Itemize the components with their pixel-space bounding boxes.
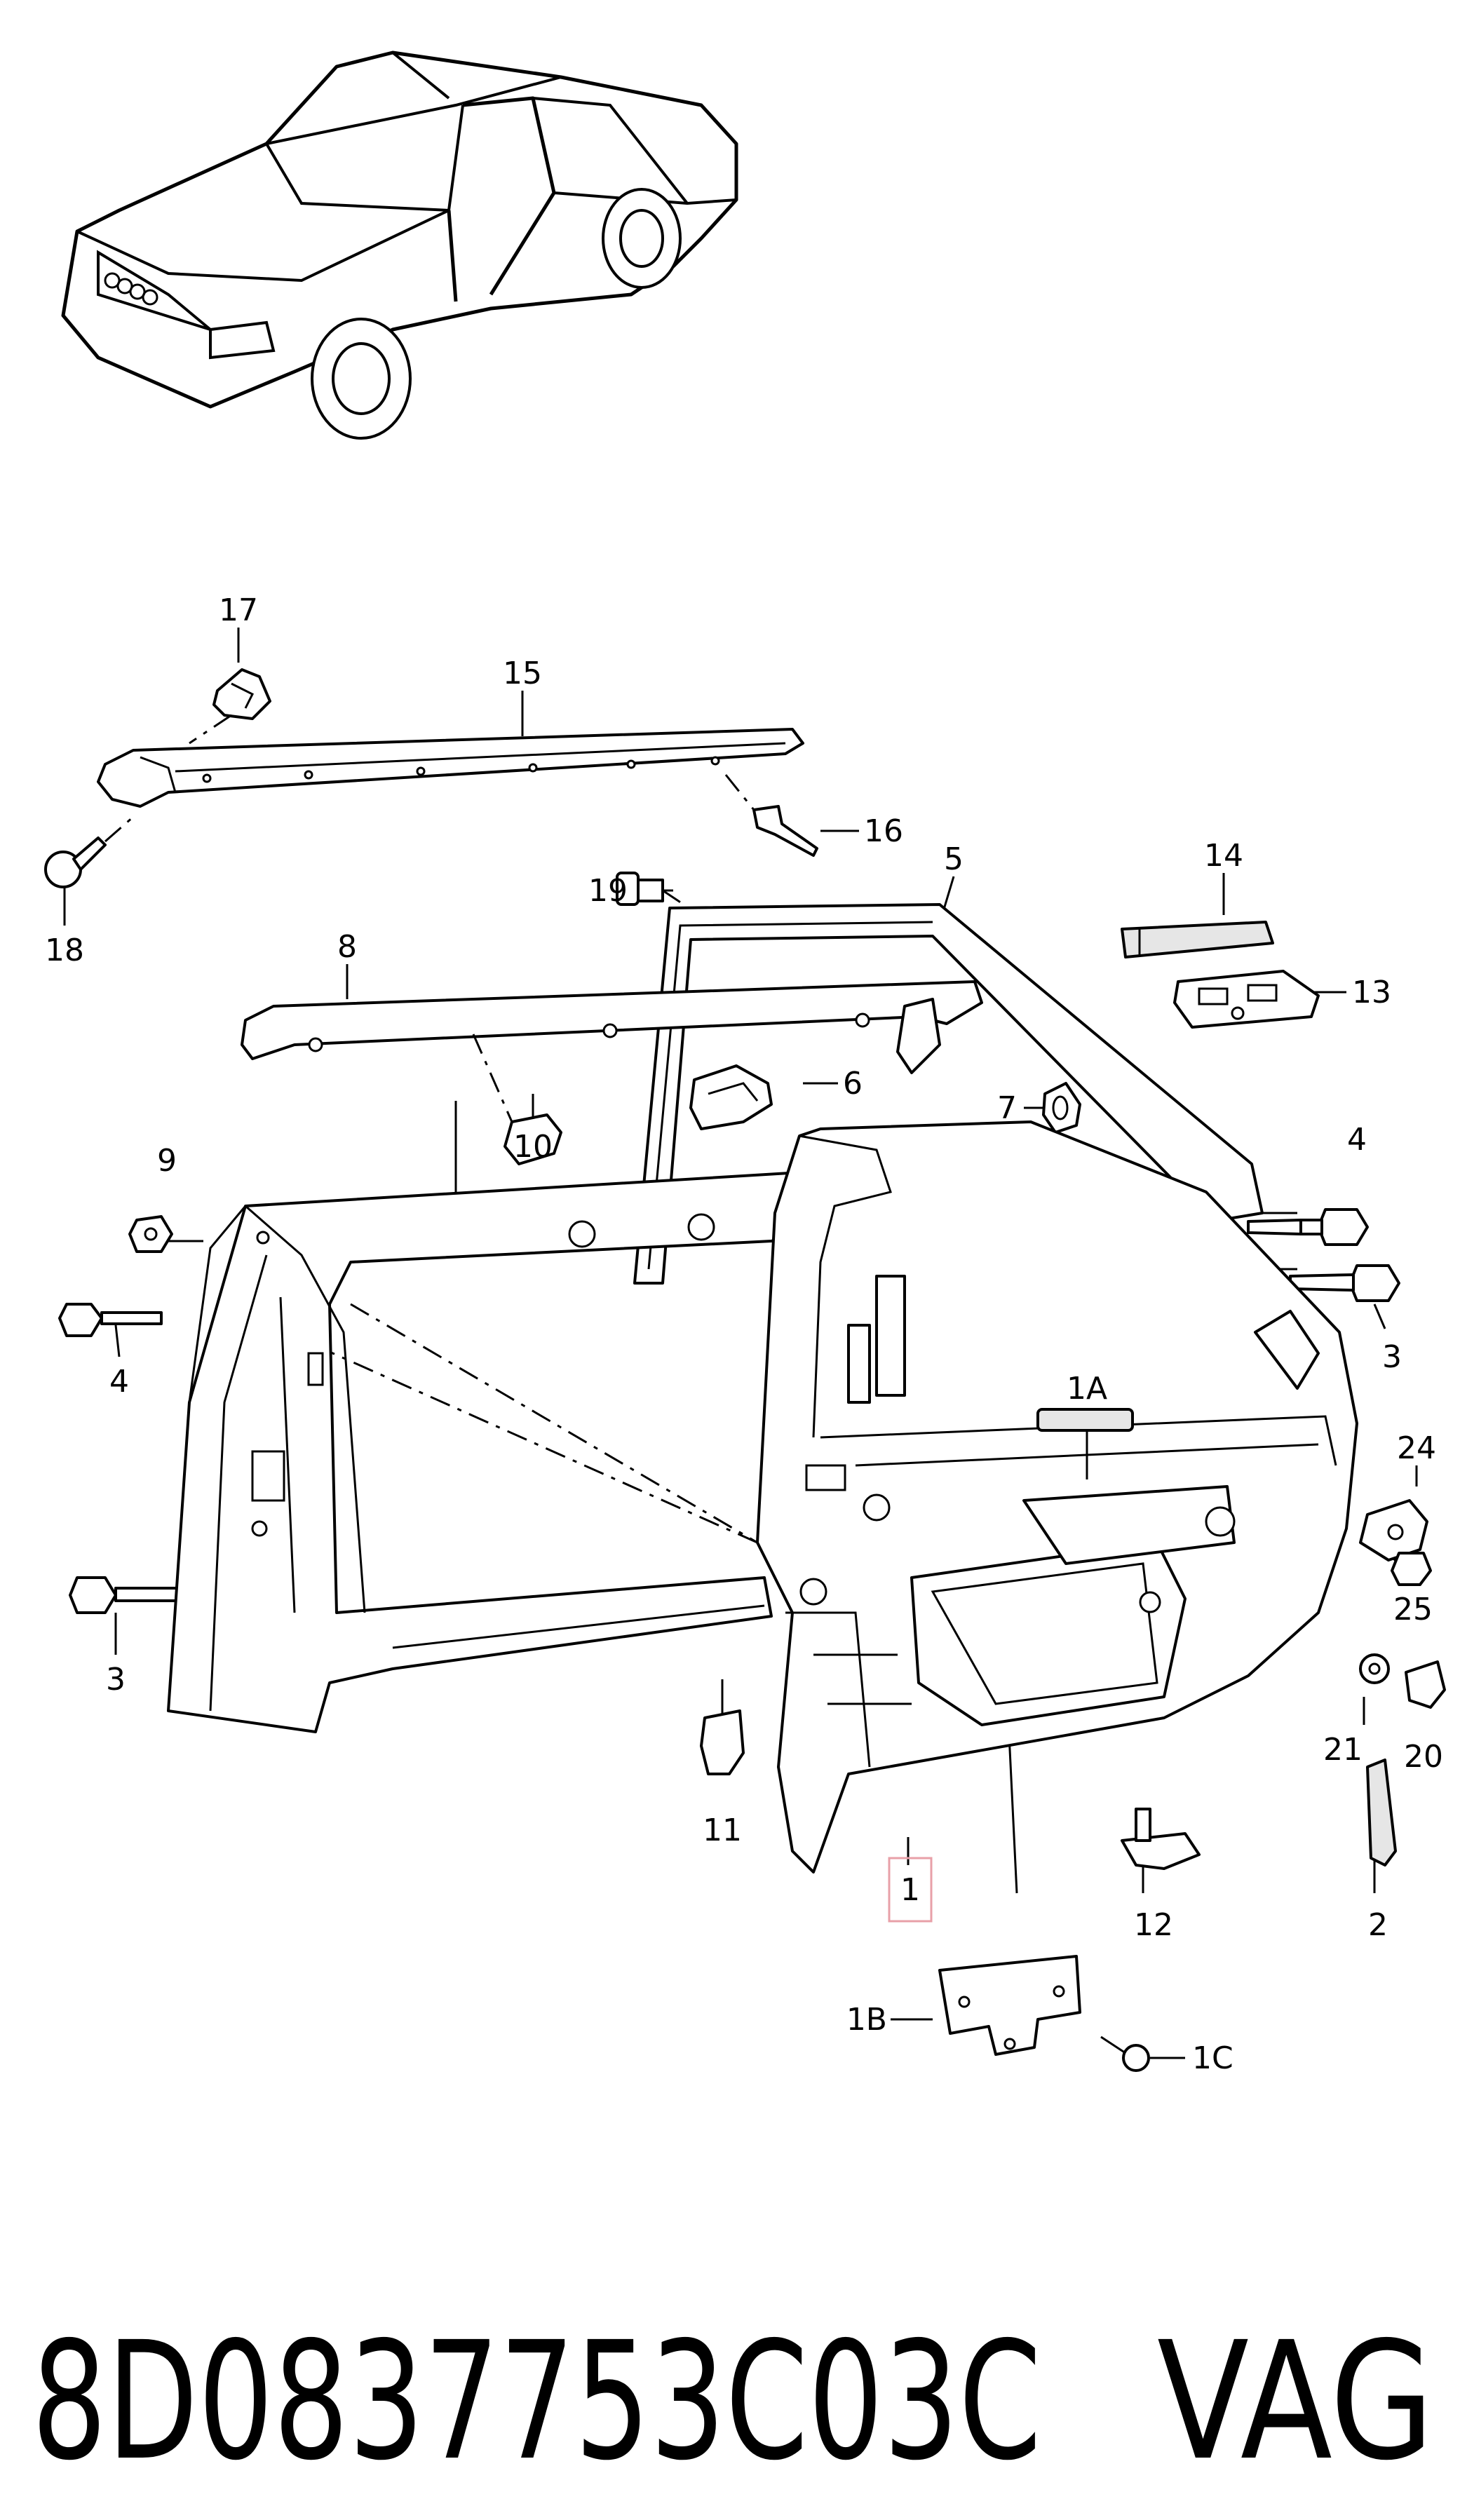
part-1B-panel-plate xyxy=(938,1955,1081,2056)
callout-19: 19 xyxy=(588,873,628,909)
highlight-box-callout-1 xyxy=(888,1857,933,1923)
part-25-screw xyxy=(1391,1552,1432,1586)
part-3-bolt-right xyxy=(1289,1264,1400,1302)
callout-labels: 17 15 16 18 19 5 14 8 13 6 7 10 9 4 4 3 … xyxy=(45,592,1443,2076)
part-4-bolt-left xyxy=(58,1303,163,1337)
callout-14: 14 xyxy=(1204,838,1243,874)
part-18-screw xyxy=(44,815,134,888)
part-21-nut xyxy=(1359,1653,1390,1684)
part-8-top-rail xyxy=(241,980,983,1074)
callout-5: 5 xyxy=(944,841,964,877)
callout-16: 16 xyxy=(864,813,903,849)
part-1-door-inner-panel xyxy=(756,1120,1358,1874)
callout-15: 15 xyxy=(503,656,542,691)
callout-6: 6 xyxy=(843,1066,863,1102)
callout-11: 11 xyxy=(703,1813,742,1848)
part-11-cap xyxy=(700,1709,745,1775)
part-6-hinge xyxy=(689,1064,773,1130)
callout-13: 13 xyxy=(1352,975,1391,1010)
callout-9: 9 xyxy=(157,1143,177,1179)
part-14-trim-strip xyxy=(1121,921,1274,958)
part-20-bracket xyxy=(1405,1660,1446,1709)
brand-text: VAG xyxy=(1157,2307,1434,2496)
part-2-strip xyxy=(1366,1759,1397,1867)
part-24-latch xyxy=(1359,1499,1428,1562)
part-12-clip xyxy=(1121,1808,1201,1870)
part-1A-seal-strip xyxy=(1036,1408,1134,1479)
part-9-nut xyxy=(128,1215,173,1253)
part-4-bolt-right xyxy=(1247,1208,1369,1246)
part-10-handle-pocket xyxy=(472,1034,562,1165)
callout-25: 25 xyxy=(1393,1592,1433,1627)
part-19-bolt xyxy=(616,872,684,906)
body-structure-pillar xyxy=(167,1163,976,1733)
callout-3-right: 3 xyxy=(1382,1339,1402,1375)
callout-2: 2 xyxy=(1368,1907,1388,1943)
callout-10: 10 xyxy=(513,1129,553,1165)
callout-1B: 1B xyxy=(846,2002,887,2038)
callout-20: 20 xyxy=(1404,1739,1443,1775)
part-number-text: 8D0837753C03C xyxy=(32,2307,1041,2496)
callout-4-right: 4 xyxy=(1347,1122,1367,1158)
callout-4-left: 4 xyxy=(109,1364,129,1400)
callout-12: 12 xyxy=(1134,1907,1173,1943)
callout-1: 1 xyxy=(900,1872,920,1908)
part-17-clip xyxy=(189,668,271,745)
callout-3-left: 3 xyxy=(106,1662,126,1698)
part-1C-screw xyxy=(1100,2035,1150,2072)
car-illustration xyxy=(61,50,738,440)
callout-8: 8 xyxy=(337,929,357,965)
part-16-pin xyxy=(724,774,818,857)
callout-1A: 1A xyxy=(1067,1371,1107,1407)
part-13-bracket xyxy=(1173,970,1320,1029)
callout-1C: 1C xyxy=(1192,2040,1233,2076)
callout-7: 7 xyxy=(997,1090,1017,1126)
callout-24: 24 xyxy=(1397,1430,1436,1466)
callout-21: 21 xyxy=(1323,1732,1363,1768)
part-3-bolt-left xyxy=(69,1576,184,1614)
part-7-grommet xyxy=(1042,1082,1081,1134)
callout-17: 17 xyxy=(219,592,258,628)
callout-18: 18 xyxy=(45,933,84,968)
part-15-sill-trim xyxy=(97,728,804,808)
